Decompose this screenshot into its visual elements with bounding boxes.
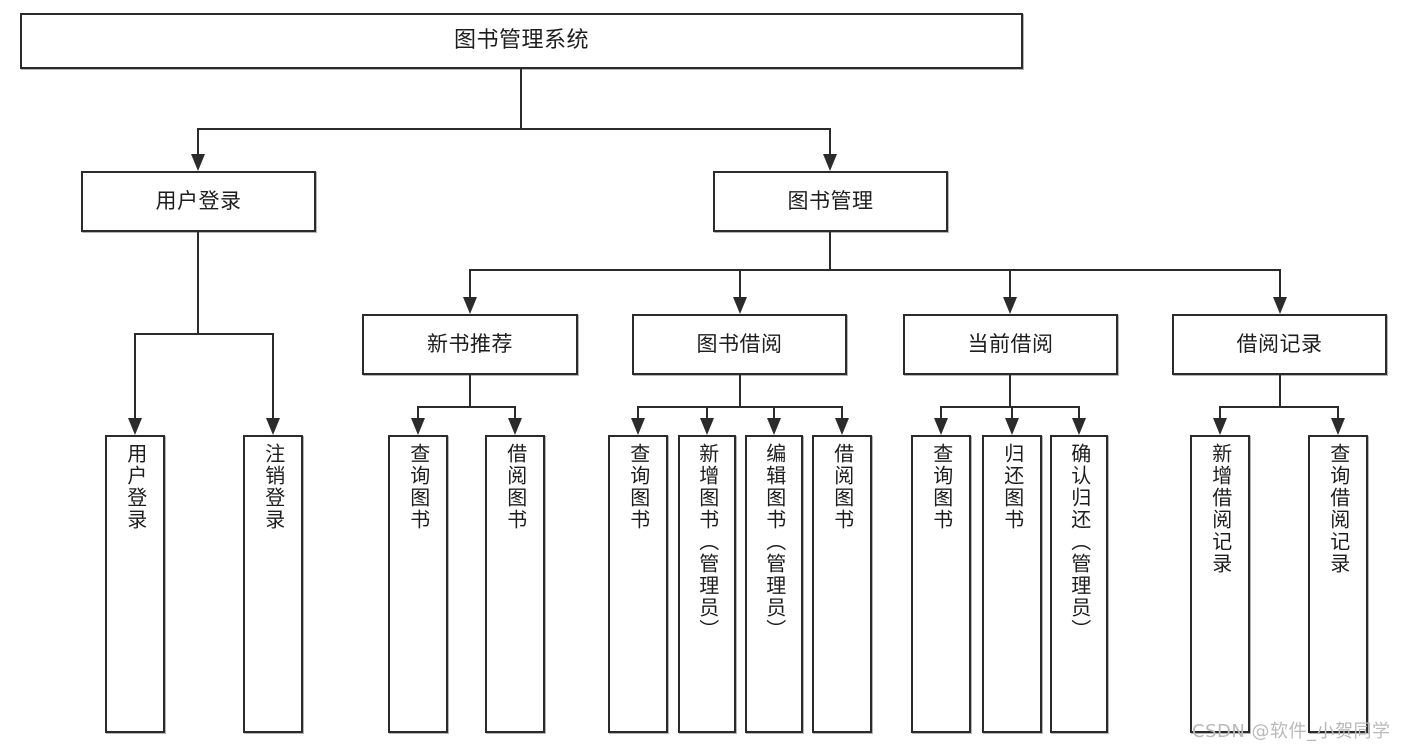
arrow-to-borrow-record	[1273, 297, 1287, 314]
node-label: 图书借阅	[696, 332, 783, 357]
node-label: 用户登录	[123, 443, 148, 531]
arrow-to-leaf-user-login	[128, 418, 142, 435]
node-label: 查询图书	[406, 443, 431, 531]
arrow-to-leaf-return-book	[1005, 418, 1019, 435]
node-current-borrow[interactable]: 当前借阅	[903, 314, 1118, 375]
arrow-to-leaf-query-book-3	[934, 418, 948, 435]
node-label: 查询借阅记录	[1326, 443, 1351, 575]
node-leaf-edit-book-admin[interactable]: 编辑图书（管理员）	[745, 435, 803, 733]
arrow-to-new-book-recommend	[463, 297, 477, 314]
edge-book-borrow-stem	[739, 375, 741, 408]
edge-to-borrow-record	[1279, 269, 1281, 297]
arrow-to-leaf-edit-book	[767, 418, 781, 435]
node-label: 借阅图书	[503, 443, 528, 531]
arrow-to-leaf-user-logout	[266, 418, 280, 435]
node-label: 借阅记录	[1236, 332, 1323, 357]
node-label: 查询图书	[929, 443, 954, 531]
arrow-to-user-login	[191, 154, 205, 171]
node-leaf-query-book-current[interactable]: 查询图书	[911, 435, 971, 733]
edge-root-bus	[197, 128, 829, 130]
edge-current-borrow-stem	[1009, 375, 1011, 408]
arrow-to-book-manage	[823, 154, 837, 171]
node-label: 当前借阅	[967, 332, 1054, 357]
node-label: 新增图书（管理员）	[695, 443, 720, 641]
node-user-login[interactable]: 用户登录	[81, 171, 316, 232]
edge-borrow-record-drop-1	[1219, 406, 1221, 418]
arrow-to-current-borrow	[1003, 297, 1017, 314]
edge-level3-bus	[469, 269, 1280, 271]
node-label: 查询图书	[626, 443, 651, 531]
edge-user-login-drop-1	[134, 333, 136, 418]
edge-book-borrow-drop-4	[841, 406, 843, 418]
node-label: 图书管理	[787, 189, 874, 214]
node-leaf-user-logout[interactable]: 注销登录	[243, 435, 303, 733]
arrow-to-leaf-borrow-book-2	[835, 418, 849, 435]
node-label: 借阅图书	[830, 443, 855, 531]
arrow-to-leaf-add-borrow-record	[1213, 418, 1227, 435]
edge-current-borrow-drop-3	[1078, 406, 1080, 418]
arrow-to-leaf-add-book	[700, 418, 714, 435]
edge-borrow-record-bus	[1219, 406, 1338, 408]
edge-user-login-stem	[197, 232, 199, 335]
node-borrow-record[interactable]: 借阅记录	[1172, 314, 1387, 375]
node-leaf-query-book-recommend[interactable]: 查询图书	[388, 435, 448, 733]
node-book-borrow[interactable]: 图书借阅	[632, 314, 847, 375]
arrow-to-leaf-query-book-1	[411, 418, 425, 435]
node-leaf-user-login[interactable]: 用户登录	[105, 435, 165, 733]
edge-new-book-bus	[417, 406, 516, 408]
node-leaf-confirm-return-admin[interactable]: 确认归还（管理员）	[1050, 435, 1108, 733]
node-label: 确认归还（管理员）	[1067, 443, 1092, 641]
edge-current-borrow-drop-1	[940, 406, 942, 418]
node-root-book-management-system[interactable]: 图书管理系统	[20, 13, 1023, 69]
arrow-to-leaf-confirm-return	[1072, 418, 1086, 435]
edge-new-book-drop-1	[417, 406, 419, 418]
edge-root-stem	[520, 69, 522, 129]
edge-book-manage-stem	[829, 232, 831, 270]
edge-to-book-borrow	[739, 269, 741, 297]
node-label: 注销登录	[261, 443, 286, 531]
node-leaf-query-borrow-record[interactable]: 查询借阅记录	[1308, 435, 1368, 733]
edge-book-borrow-drop-2	[706, 406, 708, 418]
node-label: 图书管理系统	[453, 28, 589, 54]
edge-borrow-record-stem	[1279, 375, 1281, 408]
node-leaf-query-book-borrow[interactable]: 查询图书	[608, 435, 668, 733]
edge-root-to-book-manage	[829, 128, 831, 154]
node-new-book-recommend[interactable]: 新书推荐	[362, 314, 578, 375]
node-label: 用户登录	[155, 189, 242, 214]
node-leaf-borrow-book[interactable]: 借阅图书	[812, 435, 872, 733]
edge-to-new-book-recommend	[469, 269, 471, 297]
edge-user-login-bus	[134, 333, 274, 335]
edge-book-borrow-bus	[637, 406, 842, 408]
edge-current-borrow-drop-2	[1011, 406, 1013, 418]
edge-new-book-stem	[469, 375, 471, 408]
edge-current-borrow-bus	[940, 406, 1079, 408]
edge-user-login-drop-2	[272, 333, 274, 418]
edge-borrow-record-drop-2	[1337, 406, 1339, 418]
node-leaf-return-book[interactable]: 归还图书	[982, 435, 1042, 733]
node-label: 编辑图书（管理员）	[762, 443, 787, 641]
node-book-management[interactable]: 图书管理	[713, 171, 948, 232]
arrow-to-leaf-query-book-2	[631, 418, 645, 435]
node-label: 新书推荐	[427, 332, 513, 357]
arrow-to-leaf-query-borrow-record	[1331, 418, 1345, 435]
node-label: 归还图书	[1000, 443, 1025, 531]
edge-root-to-user-login	[197, 128, 199, 154]
node-leaf-borrow-book-recommend[interactable]: 借阅图书	[485, 435, 545, 733]
edge-to-current-borrow	[1009, 269, 1011, 297]
edge-new-book-drop-2	[514, 406, 516, 418]
arrow-to-book-borrow	[733, 297, 747, 314]
node-leaf-add-borrow-record[interactable]: 新增借阅记录	[1190, 435, 1250, 733]
node-leaf-add-book-admin[interactable]: 新增图书（管理员）	[678, 435, 736, 733]
edge-book-borrow-drop-1	[637, 406, 639, 418]
node-label: 新增借阅记录	[1208, 443, 1233, 575]
edge-book-borrow-drop-3	[773, 406, 775, 418]
arrow-to-leaf-borrow-book-1	[508, 418, 522, 435]
